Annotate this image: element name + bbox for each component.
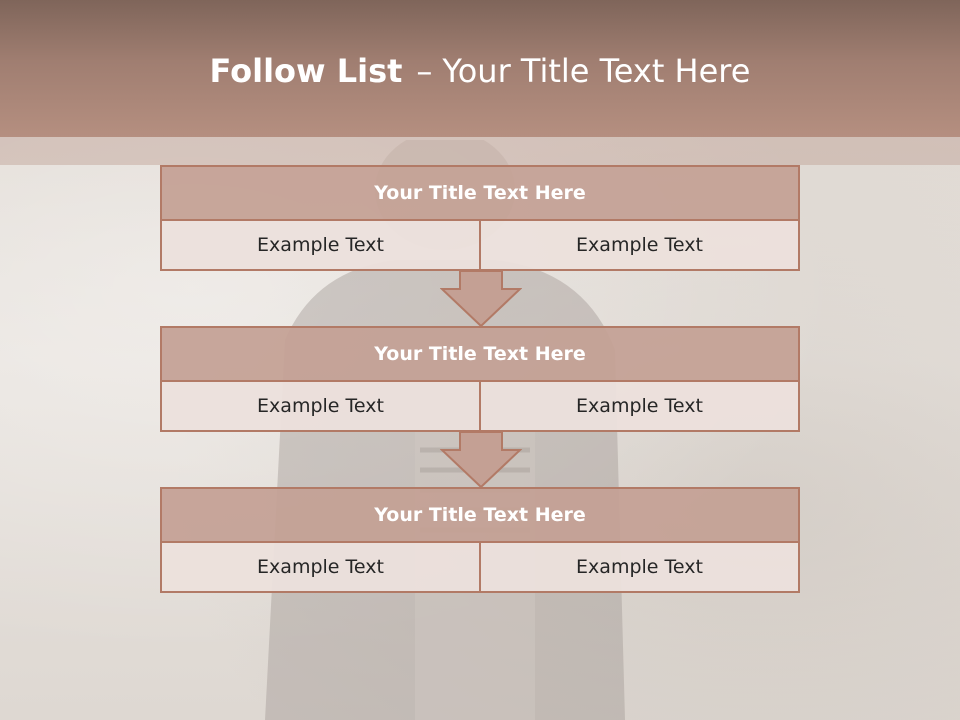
- cell-left: Example Text: [160, 382, 481, 432]
- cell-right: Example Text: [481, 382, 800, 432]
- block-row: Example Text Example Text: [160, 543, 800, 593]
- cell-left: Example Text: [160, 221, 481, 271]
- block-row: Example Text Example Text: [160, 382, 800, 432]
- block-title: Your Title Text Here: [160, 165, 800, 221]
- header-band: [0, 0, 960, 137]
- cell-right: Example Text: [481, 221, 800, 271]
- cell-right: Example Text: [481, 543, 800, 593]
- title-dash: –: [416, 52, 433, 90]
- block-row: Example Text Example Text: [160, 221, 800, 271]
- cell-left: Example Text: [160, 543, 481, 593]
- list-block-3: Your Title Text Here Example Text Exampl…: [160, 487, 800, 593]
- title-rest: Your Title Text Here: [442, 52, 751, 90]
- title-bold-part: Follow List: [209, 52, 403, 90]
- list-block-2: Your Title Text Here Example Text Exampl…: [160, 326, 800, 432]
- down-arrow-icon: [440, 271, 522, 327]
- slide-title: Follow List–Your Title Text Here: [0, 52, 960, 90]
- block-title: Your Title Text Here: [160, 326, 800, 382]
- down-arrow-icon: [440, 432, 522, 488]
- block-title: Your Title Text Here: [160, 487, 800, 543]
- header-strip: [0, 137, 960, 165]
- list-block-1: Your Title Text Here Example Text Exampl…: [160, 165, 800, 271]
